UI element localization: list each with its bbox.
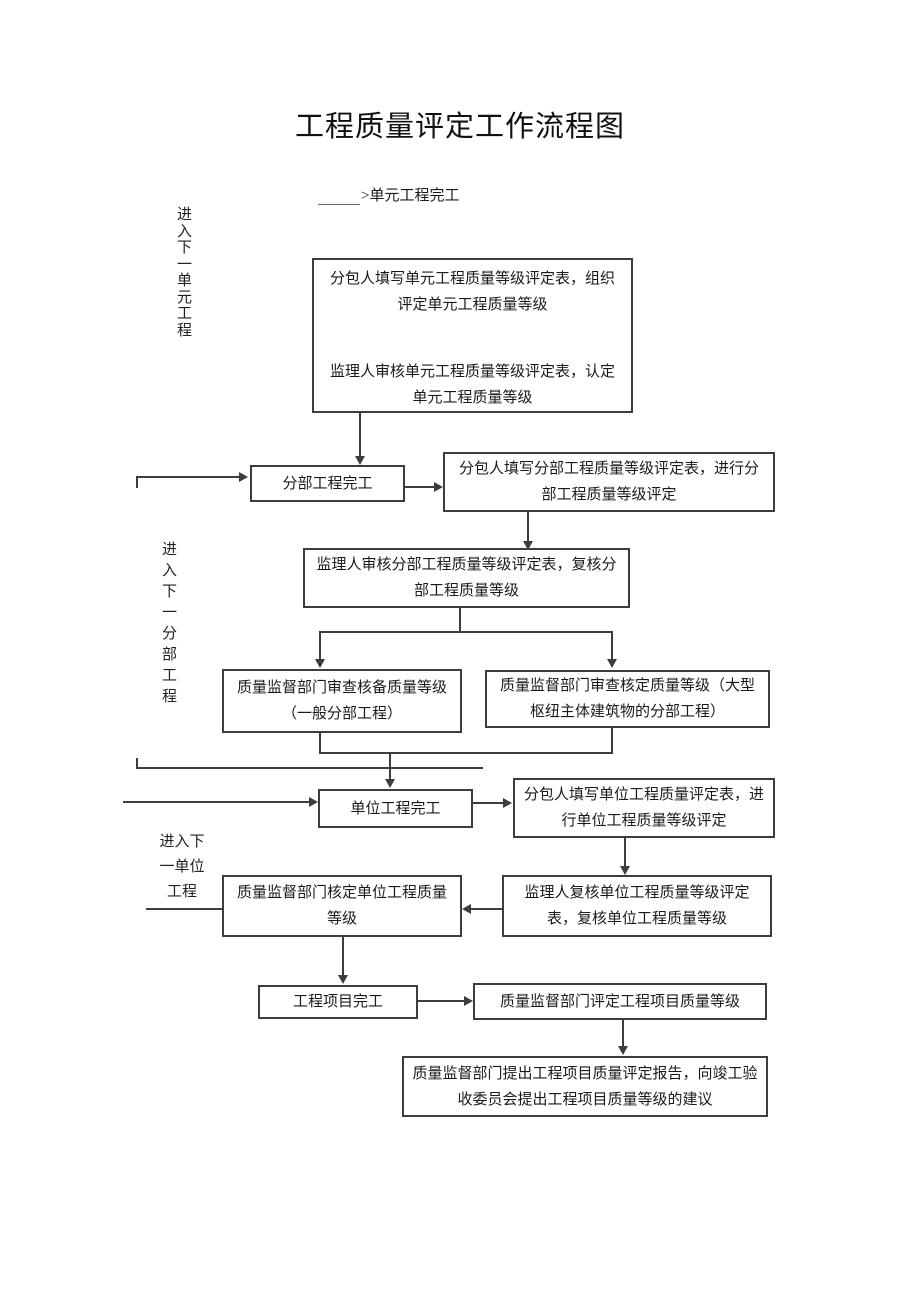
connector-division-loop-tick: [136, 477, 138, 488]
arrowhead-division-loop-in: [239, 472, 248, 482]
flow-box-division-check-major: 质量监督部门审查核定质量等级（大型枢纽主体建筑物的分部工程）: [485, 670, 770, 728]
loop-label-unit: 进入下 一单位 工程: [146, 830, 218, 905]
flow-box-unit-fill: 分包人填写单位工程质量评定表，进行单位工程质量等级评定: [513, 778, 775, 838]
loop-label-unit-line3: 工程: [166, 884, 197, 900]
element-review-text: 监理人审核单元工程质量等级评定表，认定单元工程质量等级: [329, 364, 615, 406]
flow-box-division-review: 监理人审核分部工程质量等级评定表，复核分部工程质量等级: [303, 548, 630, 608]
arrowhead-division-fill-to-review: [523, 541, 533, 550]
loop-label-division: 进入下一分部工程: [161, 542, 177, 705]
connector-unit-loop-in: [123, 801, 310, 803]
loop-label-unit-line2: 一单位: [159, 859, 205, 875]
connector-merge-bar: [319, 752, 613, 754]
connector-unit-review-to-verify: [471, 908, 502, 910]
connector-project-complete-to-eval: [418, 1000, 465, 1002]
connector-verify-to-project: [342, 937, 344, 977]
arrowhead-split-left: [315, 659, 325, 668]
flow-box-unit-verify: 质量监督部门核定单位工程质量等级: [222, 875, 462, 937]
connector-unit-fill-to-review: [624, 838, 626, 868]
connector-split-left-drop: [319, 631, 321, 660]
page-title: 工程质量评定工作流程图: [294, 111, 625, 143]
arrowhead-verify-to-project: [338, 975, 348, 984]
flow-box-division-check-general: 质量监督部门审查核备质量等级（一般分部工程）: [222, 669, 462, 733]
start-underline: [318, 189, 360, 205]
arrowhead-unit-complete-to-fill: [503, 798, 512, 808]
flow-box-division-fill: 分包人填写分部工程质量等级评定表，进行分部工程质量等级评定: [443, 452, 775, 512]
arrowhead-division-complete-to-fill: [434, 482, 443, 492]
flow-box-element-eval: 分包人填写单元工程质量等级评定表，组织评定单元工程质量等级 监理人审核单元工程质…: [312, 258, 633, 413]
arrowhead-eval-to-report: [618, 1046, 628, 1055]
connector-division-loop-in: [136, 476, 240, 478]
start-node-label: 单元工程完工: [369, 188, 460, 204]
flow-box-unit-complete: 单位工程完工: [318, 789, 473, 828]
arrowhead-unit-review-to-verify: [462, 904, 471, 914]
connector-split-bar: [319, 631, 613, 633]
flow-box-project-eval: 质量监督部门评定工程项目质量等级: [473, 983, 767, 1020]
connector-division-fill-to-review: [527, 512, 529, 543]
arrowhead-project-complete-to-eval: [464, 996, 473, 1006]
flow-box-unit-review: 监理人复核单位工程质量等级评定表，复核单位工程质量等级: [502, 875, 772, 937]
loop-label-element: 进入下一单元工程: [176, 207, 192, 339]
element-fill-text: 分包人填写单元工程质量等级评定表，组织评定单元工程质量等级: [329, 271, 615, 313]
loop-label-unit-line1: 进入下: [159, 834, 205, 850]
connector-division-feedback-tick: [136, 758, 138, 769]
flow-box-project-report: 质量监督部门提出工程项目质量评定报告，向竣工验收委员会提出工程项目质量等级的建议: [402, 1056, 768, 1117]
start-node: >单元工程完工: [318, 184, 459, 205]
connector-split-stem: [459, 608, 461, 633]
arrowhead-element-to-division: [355, 456, 365, 465]
start-arrow-glyph: >: [361, 188, 370, 204]
connector-division-feedback: [136, 767, 483, 769]
connector-element-to-division: [359, 413, 361, 457]
arrowhead-unit-loop-in: [309, 797, 318, 807]
connector-merge-right-drop: [611, 728, 613, 754]
connector-division-complete-to-fill: [405, 486, 435, 488]
flow-box-division-complete: 分部工程完工: [250, 465, 405, 502]
connector-split-right-drop: [611, 631, 613, 660]
connector-unit-complete-to-fill: [473, 802, 504, 804]
connector-eval-to-report: [622, 1020, 624, 1048]
arrowhead-split-right: [607, 659, 617, 668]
flow-box-project-complete: 工程项目完工: [258, 985, 418, 1019]
arrowhead-merge-to-unit: [385, 779, 395, 788]
connector-merge-left-drop: [319, 733, 321, 754]
connector-unit-feedback: [146, 908, 222, 910]
connector-merge-to-unit: [389, 752, 391, 780]
arrowhead-unit-fill-to-review: [620, 866, 630, 875]
